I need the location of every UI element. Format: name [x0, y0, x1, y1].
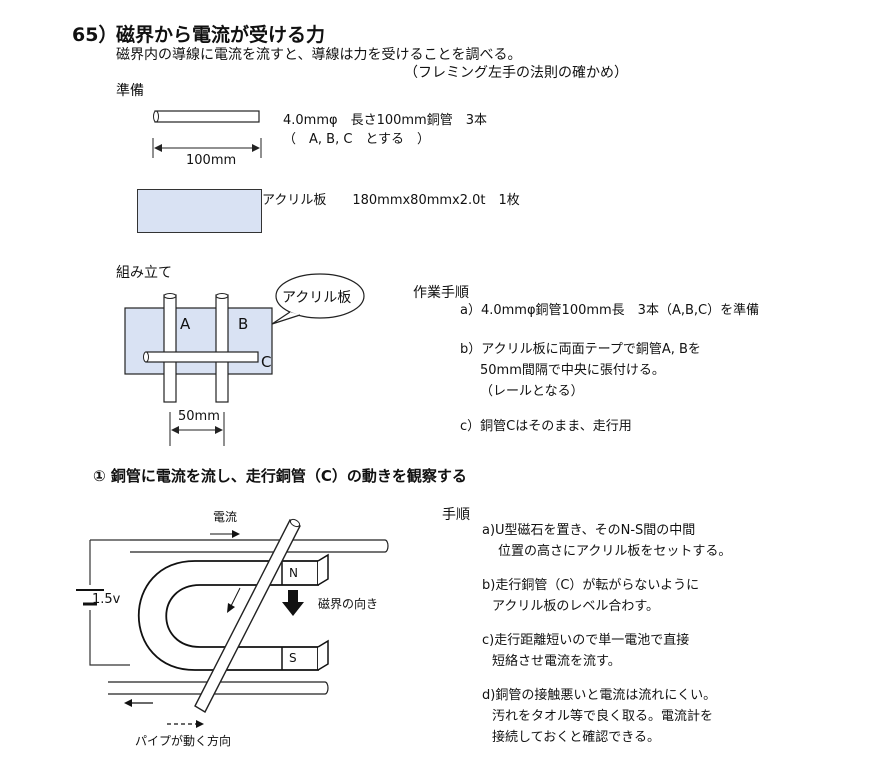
- experiment-heading: ① 銅管に電流を流し、走行銅管（C）の動きを観察する: [93, 467, 467, 485]
- step2-a-line1: a)U型磁石を置き、そのN-S間の中間: [482, 523, 696, 538]
- procedure2-heading: 手順: [442, 507, 470, 523]
- spacing-label: 50mm: [178, 409, 220, 424]
- step2-d-line2: 汚れをタオル等で良く取る。電流計を: [492, 709, 714, 724]
- step2-b-line2: アクリル板のレベル合わす。: [492, 599, 660, 614]
- pipe-spec: 4.0mmφ 長さ100mm銅管 3本: [283, 113, 487, 128]
- battery-label: 1.5v: [92, 592, 121, 607]
- current-label: 電流: [213, 510, 238, 524]
- magnet-n-label: N: [289, 566, 298, 580]
- page-note: （フレミング左手の法則の確かめ）: [404, 65, 628, 81]
- page-subtitle: 磁界内の導線に電流を流すと、導線は力を受けることを調べる。: [116, 47, 522, 63]
- step2-d-line3: 接続しておくと確認できる。: [492, 730, 660, 745]
- acrylic-plate: [137, 189, 262, 233]
- step2-d-line1: d)銅管の接触悪いと電流は流れにくい。: [482, 688, 717, 703]
- step-b-line3: （レールとなる）: [480, 384, 584, 399]
- section-number: 65）: [72, 24, 118, 46]
- page-title: 磁界から電流が受ける力: [116, 24, 326, 46]
- plate-spec: アクリル板 180mmx80mmx2.0t 1枚: [262, 193, 520, 208]
- pipe-names: （ A, B, C とする ）: [283, 132, 431, 147]
- procedure-steps: a）4.0mmφ銅管100mm長 3本（A,B,C）を準備 b）アクリル板に両面…: [460, 300, 759, 437]
- label-a: A: [180, 315, 191, 333]
- step-c: c）銅管Cはそのまま、走行用: [460, 419, 632, 434]
- pipe-dimension: 100mm: [186, 153, 237, 168]
- motion-direction-label: パイプが動く方向: [135, 734, 232, 748]
- procedure-heading: 作業手順: [413, 285, 469, 301]
- label-b: B: [238, 315, 249, 333]
- step-b-line2: 50mm間隔で中央に張付ける。: [480, 363, 665, 378]
- step-a: a）4.0mmφ銅管100mm長 3本（A,B,C）を準備: [460, 303, 760, 318]
- label-c: C: [261, 353, 272, 371]
- step2-c-line1: c)走行距離短いので単一電池で直接: [482, 633, 690, 648]
- callout-label: アクリル板: [282, 290, 352, 306]
- step2-b-line1: b)走行銅管（C）が転がらないように: [482, 578, 700, 593]
- magnet-s-label: S: [289, 651, 297, 665]
- field-direction-label: 磁界の向き: [318, 597, 379, 611]
- step2-a-line2: 位置の高さにアクリル板をセットする。: [498, 544, 732, 559]
- step-b-line1: b）アクリル板に両面テープで銅管A, Bを: [460, 342, 701, 357]
- step2-c-line2: 短絡させ電流を流す。: [492, 654, 621, 669]
- assembly-heading: 組み立て: [116, 265, 172, 281]
- procedure2-steps: a)U型磁石を置き、そのN-S間の中間 位置の高さにアクリル板をセットする。 b…: [482, 520, 731, 748]
- prep-heading: 準備: [116, 83, 144, 99]
